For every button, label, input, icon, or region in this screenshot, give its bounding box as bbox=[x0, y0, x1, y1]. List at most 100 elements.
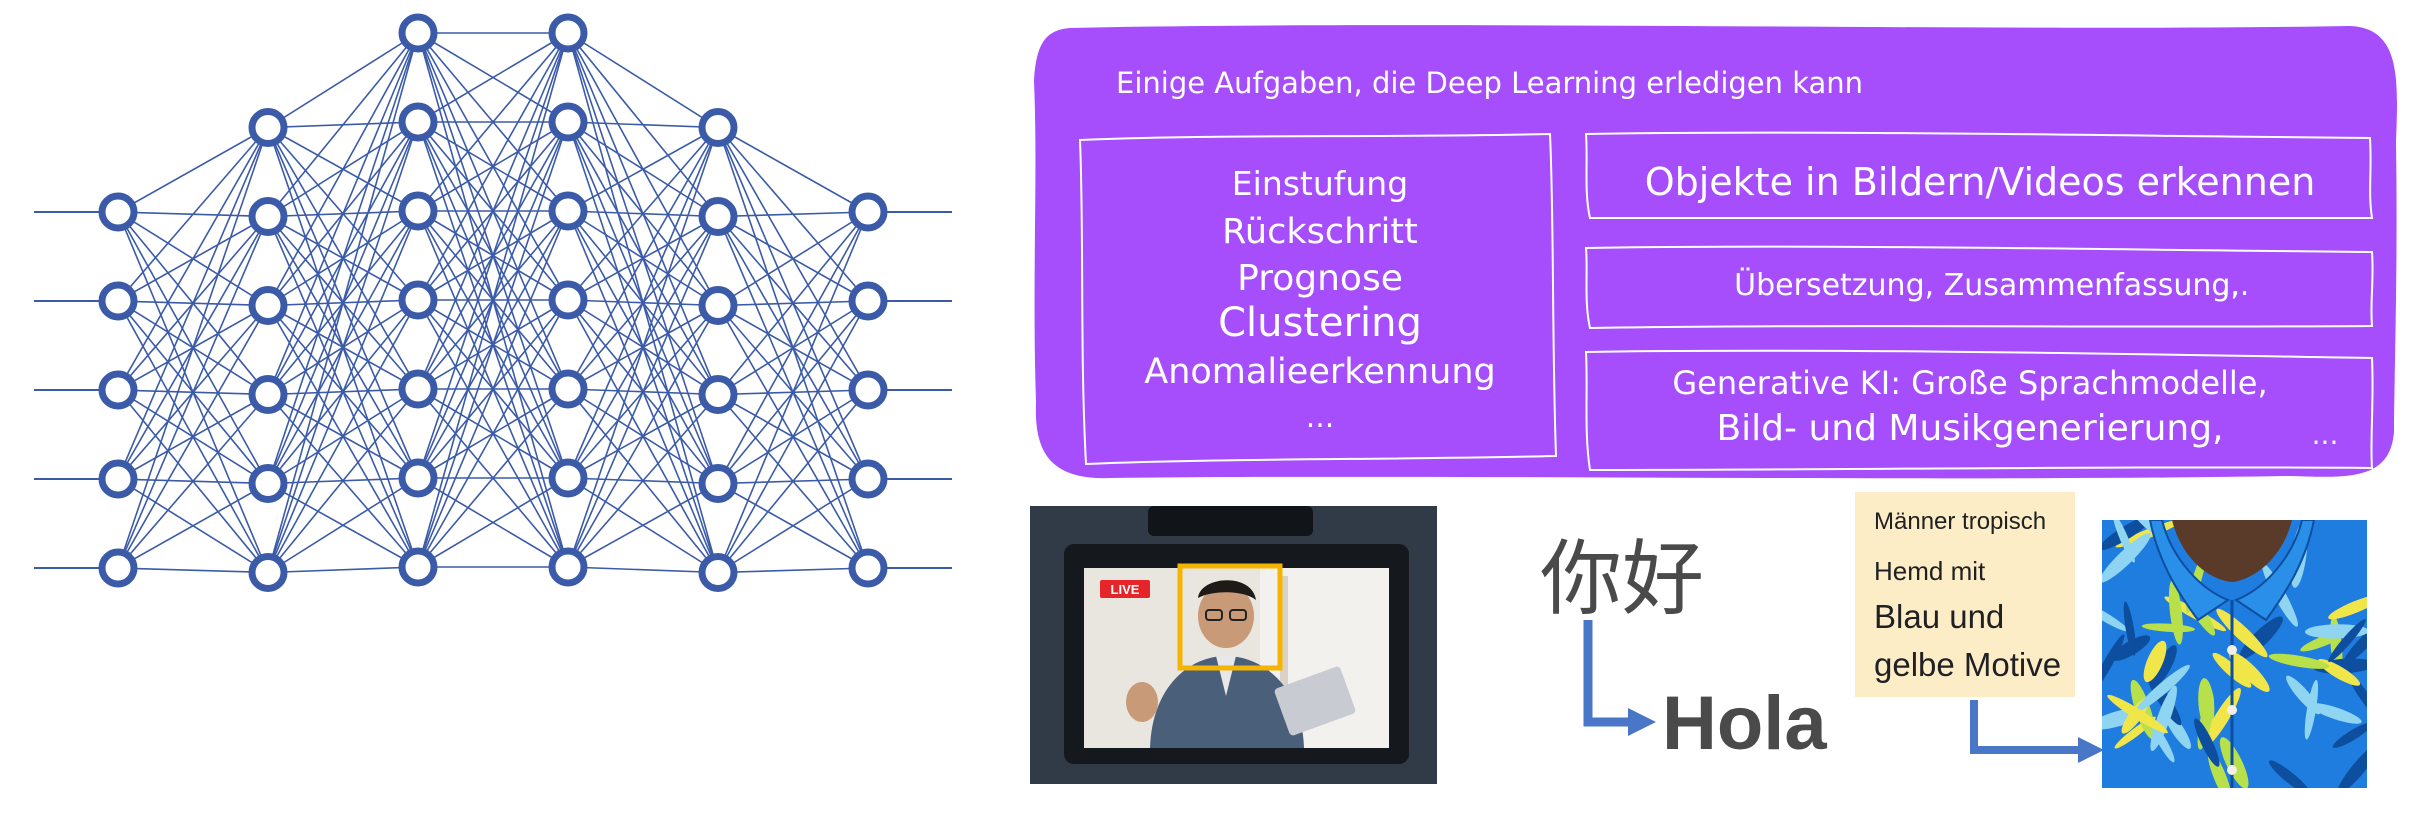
neuron-node bbox=[548, 191, 588, 231]
leaf-pattern bbox=[2163, 709, 2192, 749]
neuron-node bbox=[398, 369, 438, 409]
connection bbox=[417, 32, 569, 479]
leaf-pattern bbox=[2102, 634, 2125, 694]
connection bbox=[417, 477, 569, 568]
box-object-detection: Objekte in Bildern/Videos erkennen bbox=[1644, 160, 2316, 204]
neuron-node bbox=[698, 375, 738, 414]
leaf-pattern bbox=[2150, 645, 2177, 689]
box-genai-line1: Generative KI: Große Sprachmodelle, bbox=[1672, 364, 2268, 402]
neuron-node bbox=[98, 370, 138, 410]
neuron-node bbox=[548, 13, 588, 53]
leaf-pattern bbox=[2332, 722, 2367, 748]
leaf-pattern bbox=[2328, 619, 2366, 663]
connection bbox=[267, 210, 419, 573]
connection bbox=[267, 32, 419, 129]
neuron-node bbox=[548, 547, 588, 587]
leaf-pattern bbox=[2102, 601, 2129, 632]
connection bbox=[567, 482, 719, 568]
connection bbox=[267, 32, 419, 484]
neuron-node bbox=[248, 108, 288, 147]
connection bbox=[267, 32, 419, 306]
connection bbox=[717, 300, 869, 573]
connection bbox=[417, 299, 569, 568]
box-genai-line2: Bild- und Musikgenerierung, bbox=[1716, 408, 2224, 449]
neuron-node bbox=[398, 102, 438, 142]
connection bbox=[267, 32, 419, 395]
neuron-node bbox=[98, 192, 138, 232]
leaf-pattern bbox=[2102, 533, 2151, 583]
leaf-pattern bbox=[2150, 685, 2177, 751]
leaf-pattern bbox=[2343, 620, 2367, 665]
neuron-node bbox=[398, 13, 438, 53]
neuron-node bbox=[398, 458, 438, 498]
connection bbox=[117, 216, 269, 569]
connection bbox=[567, 32, 719, 129]
connection bbox=[267, 32, 419, 218]
box-genai-dots: ... bbox=[2311, 418, 2339, 451]
translation-arrow bbox=[1583, 620, 1630, 727]
box-translation: Übersetzung, Zusammenfassung, bbox=[1734, 268, 2240, 303]
leaf-pattern bbox=[2328, 594, 2367, 620]
connection bbox=[267, 121, 419, 573]
neuron-node bbox=[98, 548, 138, 588]
neuron-node bbox=[248, 197, 288, 236]
connection bbox=[717, 126, 869, 213]
neural-network-diagram bbox=[34, 13, 952, 592]
neuron-node bbox=[248, 464, 288, 503]
connection bbox=[567, 566, 719, 574]
connection bbox=[717, 211, 869, 307]
caption-line-3: Blau und bbox=[1874, 598, 2005, 635]
connection bbox=[717, 211, 869, 573]
neuron-node bbox=[548, 369, 588, 409]
leaf-pattern bbox=[2304, 679, 2319, 740]
connection bbox=[117, 482, 269, 569]
connection bbox=[567, 127, 719, 568]
connection bbox=[267, 477, 419, 574]
leaf-pattern bbox=[2123, 601, 2136, 656]
neuron-node bbox=[248, 286, 288, 325]
leaf-pattern bbox=[2337, 743, 2367, 788]
task-more: ... bbox=[1305, 400, 1335, 435]
neuron-node bbox=[98, 281, 138, 321]
connection bbox=[417, 32, 569, 212]
connection bbox=[117, 126, 269, 302]
live-badge: LIVE bbox=[1111, 582, 1140, 597]
connection bbox=[117, 567, 269, 574]
connection bbox=[717, 211, 869, 218]
connection bbox=[417, 32, 569, 390]
neuron-node bbox=[398, 191, 438, 231]
deep-learning-tasks-panel bbox=[1034, 25, 2397, 479]
source-text-chinese: 你好 bbox=[1540, 532, 1705, 627]
leaf-pattern bbox=[2268, 760, 2311, 788]
neuron-node bbox=[848, 548, 888, 588]
neuron-node bbox=[698, 464, 738, 503]
connection bbox=[417, 32, 569, 301]
task-regression: Rückschritt bbox=[1222, 212, 1418, 252]
target-text-spanish: Hola bbox=[1662, 681, 1827, 766]
caption-arrow bbox=[1970, 700, 2080, 754]
face-detection-box bbox=[1177, 563, 1283, 671]
leaf-pattern bbox=[2229, 652, 2270, 692]
neuron-node bbox=[398, 280, 438, 320]
leaf-pattern bbox=[2143, 640, 2167, 683]
camera-object-detection-image: LIVE bbox=[1030, 506, 1437, 784]
task-classification: Einstufung bbox=[1231, 164, 1409, 203]
connection bbox=[417, 32, 569, 123]
connection bbox=[567, 126, 719, 301]
neuron-node bbox=[248, 375, 288, 414]
task-forecast: Prognose bbox=[1237, 258, 1403, 299]
connection bbox=[267, 388, 419, 574]
leaf-pattern bbox=[2216, 608, 2268, 658]
connection bbox=[567, 216, 719, 568]
leaf-pattern bbox=[2268, 653, 2330, 669]
image-caption-box bbox=[1855, 492, 2075, 697]
leaf-pattern bbox=[2135, 664, 2190, 712]
neuron-node bbox=[848, 281, 888, 321]
neuron-node bbox=[98, 459, 138, 499]
connection bbox=[117, 305, 269, 569]
neuron-node bbox=[698, 553, 738, 592]
neuron-node bbox=[698, 197, 738, 236]
caption-line-1: Männer tropisch bbox=[1874, 508, 2047, 535]
box-translation-dots: ... bbox=[2220, 268, 2250, 303]
connection bbox=[417, 210, 569, 568]
